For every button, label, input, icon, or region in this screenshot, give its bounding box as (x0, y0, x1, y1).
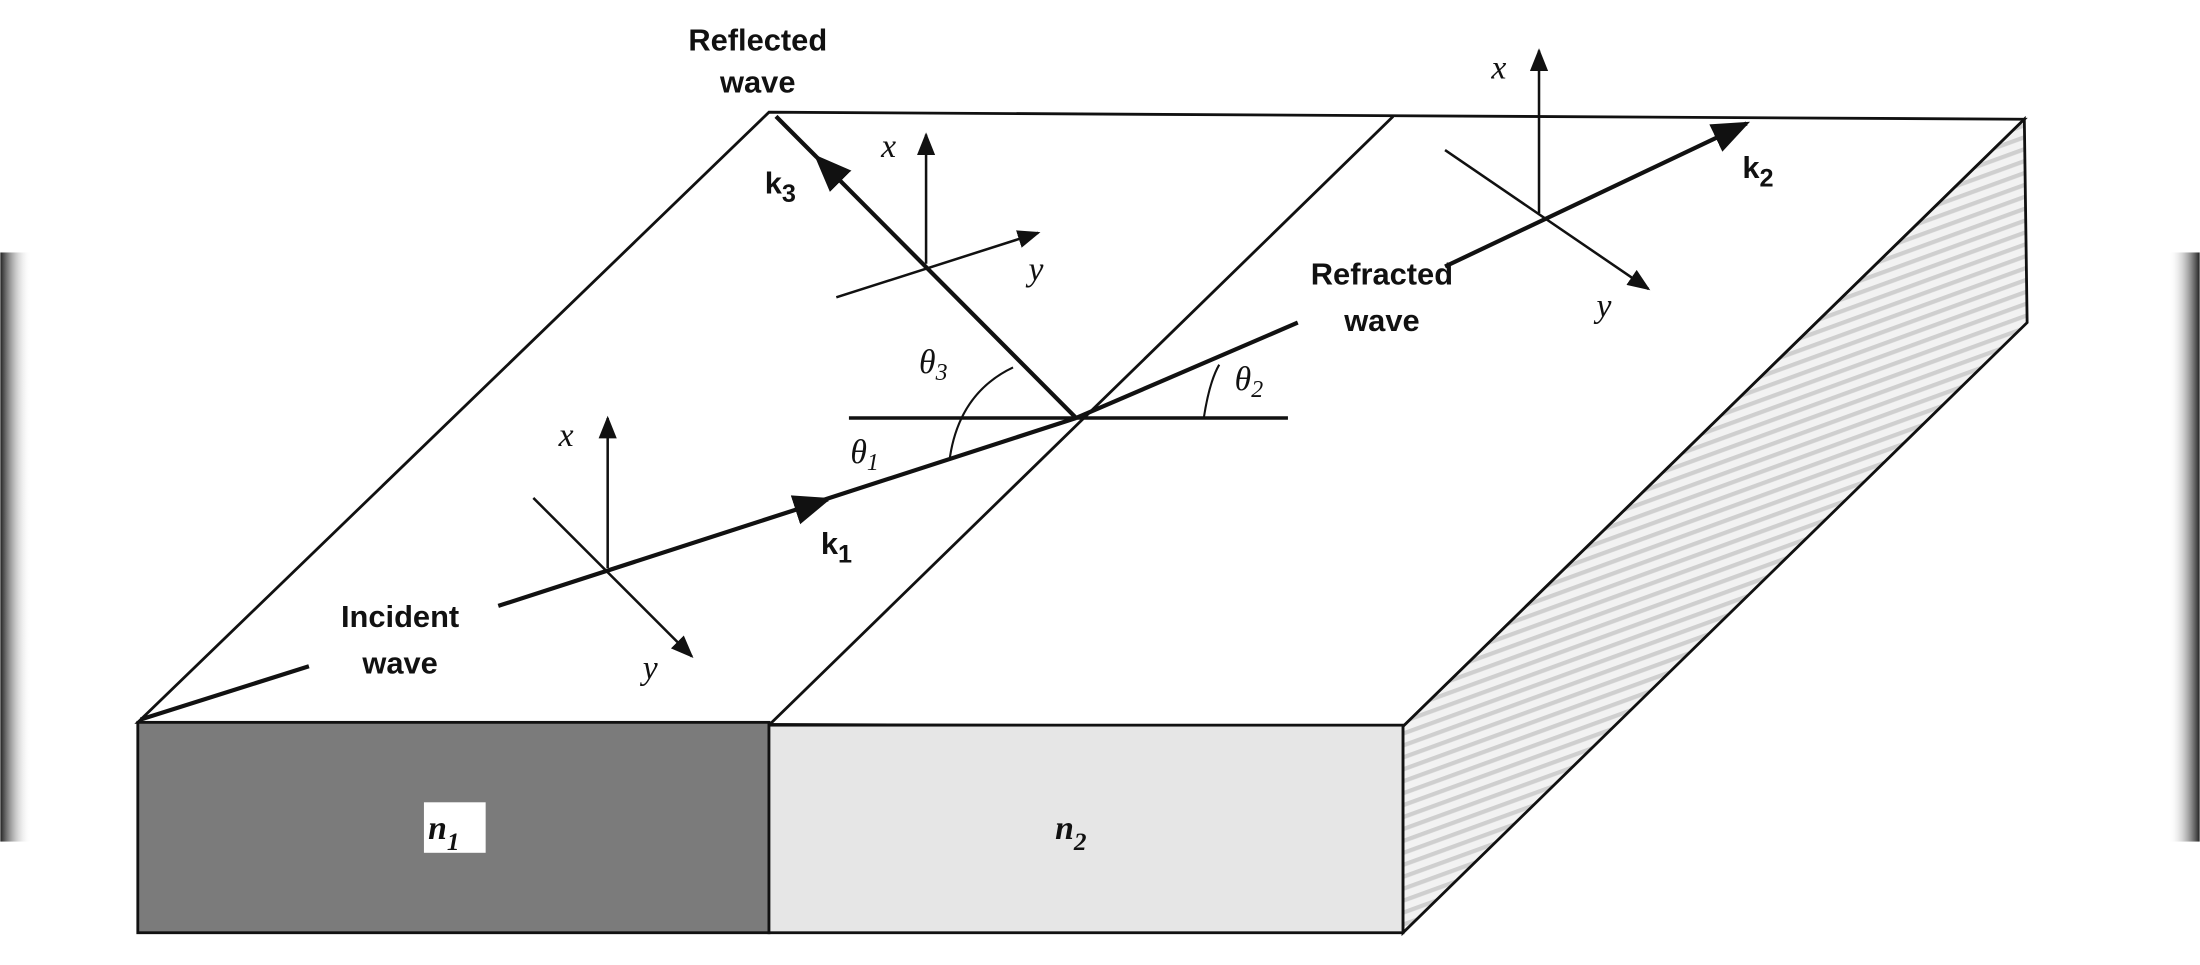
theta2-label: θ2 (1235, 361, 1264, 403)
theta2-arc (1202, 364, 1221, 419)
x-label-incident: x (558, 417, 574, 454)
incident-wave-line-2 (497, 495, 832, 608)
k2-label: k2 (1742, 150, 1773, 192)
refracted-wave-k2 (1444, 121, 1751, 269)
y-label-incident: y (640, 650, 658, 687)
theta1-label: θ1 (850, 434, 878, 476)
k3-label: k3 (765, 166, 796, 208)
x-label-refracted: x (1490, 50, 1506, 87)
incident-wave-label-2: wave (361, 645, 437, 680)
y-label-reflected: y (1025, 252, 1043, 289)
interface-line (768, 115, 1395, 727)
left-edge-shadow (0, 252, 32, 842)
right-edge-shadow (2168, 252, 2200, 842)
n1-label-bg (423, 802, 486, 853)
refracted-wave-label-2: wave (1343, 303, 1419, 338)
reflected-wave-label: Reflected (688, 22, 827, 57)
refracted-wave-line (1075, 320, 1299, 420)
n1-label: n1 (428, 810, 459, 856)
theta3-label: θ3 (919, 344, 948, 386)
theta3-arc (948, 366, 1014, 458)
reflected-wave-k3 (814, 154, 1078, 420)
y-axis-reflected (835, 230, 1041, 299)
y-label-refracted: y (1594, 288, 1612, 325)
incident-wave-label: Incident (341, 599, 459, 634)
x-label-reflected: x (880, 128, 896, 165)
y-axis-refracted (1444, 149, 1651, 291)
incident-wave-line (139, 664, 310, 722)
n2-label: n2 (1055, 810, 1087, 856)
medium-2-face (767, 723, 1405, 935)
reflected-wave-label-2: wave (719, 65, 795, 100)
refracted-wave-label: Refracted (1311, 257, 1453, 292)
k1-label: k1 (821, 526, 852, 568)
y-axis-incident (532, 497, 694, 659)
incident-wave-line-3 (820, 415, 1077, 503)
reflected-wave-tail (774, 114, 819, 159)
